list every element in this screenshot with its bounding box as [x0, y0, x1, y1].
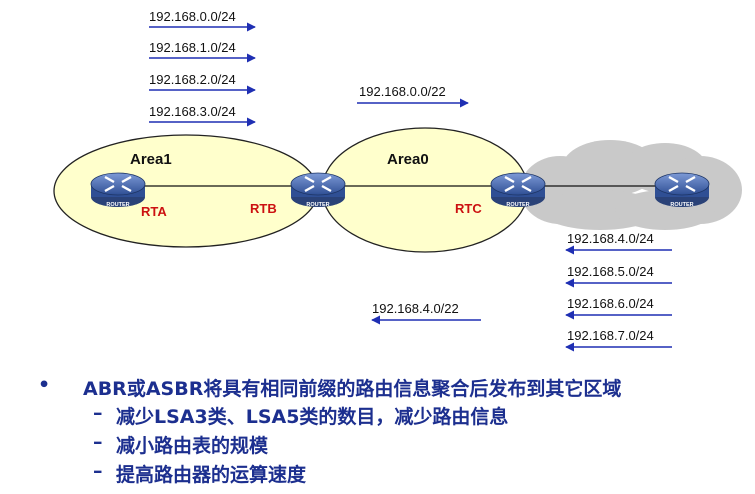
area0-label: Area0 [387, 151, 429, 168]
area1-label: Area1 [130, 151, 172, 168]
bullet-sub-marker: – [93, 402, 103, 424]
bullet-sub-marker: – [93, 431, 103, 453]
right-route-label: 192.168.6.0/24 [567, 296, 654, 311]
router-caption: ROUTER [506, 202, 529, 208]
bullet-sub-text: 提高路由器的运算速度 [116, 464, 307, 486]
router-caption: ROUTER [670, 202, 693, 208]
router-icon-rtc[interactable]: ROUTER [490, 172, 546, 208]
left-route-label: 192.168.3.0/24 [149, 104, 236, 119]
bullet-sub-text: 减少LSA3类、LSA5类的数目，减少路由信息 [116, 406, 509, 428]
right-route-label: 192.168.5.0/24 [567, 264, 654, 279]
router-caption: ROUTER [306, 202, 329, 208]
right-route-label: 192.168.4.0/24 [567, 231, 654, 246]
bullet-main-text: ABR或ASBR将具有相同前缀的路由信息聚合后发布到其它区域 [83, 378, 622, 400]
bullet-sub-marker: – [93, 460, 103, 482]
bullet-sub-text: 减小路由表的规模 [116, 435, 269, 457]
router-label-rtb: RTB [250, 201, 277, 216]
router-label-rtc: RTC [455, 201, 482, 216]
router-icon-rtb[interactable]: ROUTER [290, 172, 346, 208]
summary-top-label: 192.168.0.0/22 [359, 84, 446, 99]
left-route-label: 192.168.2.0/24 [149, 72, 236, 87]
network-diagram: ROUTER ROUTER ROUTER ROUTER RTA RTB RTC … [53, 9, 742, 352]
left-route-label: 192.168.1.0/24 [149, 40, 236, 55]
summary-bottom-label: 192.168.4.0/22 [372, 301, 459, 316]
router-icon-external[interactable]: ROUTER [654, 172, 710, 208]
router-caption: ROUTER [106, 202, 129, 208]
router-icon-rta[interactable]: ROUTER [90, 172, 146, 208]
right-route-label: 192.168.7.0/24 [567, 328, 654, 343]
router-label-rta: RTA [141, 204, 167, 219]
left-route-label: 192.168.0.0/24 [149, 9, 236, 24]
bullet-marker: • [38, 374, 51, 396]
